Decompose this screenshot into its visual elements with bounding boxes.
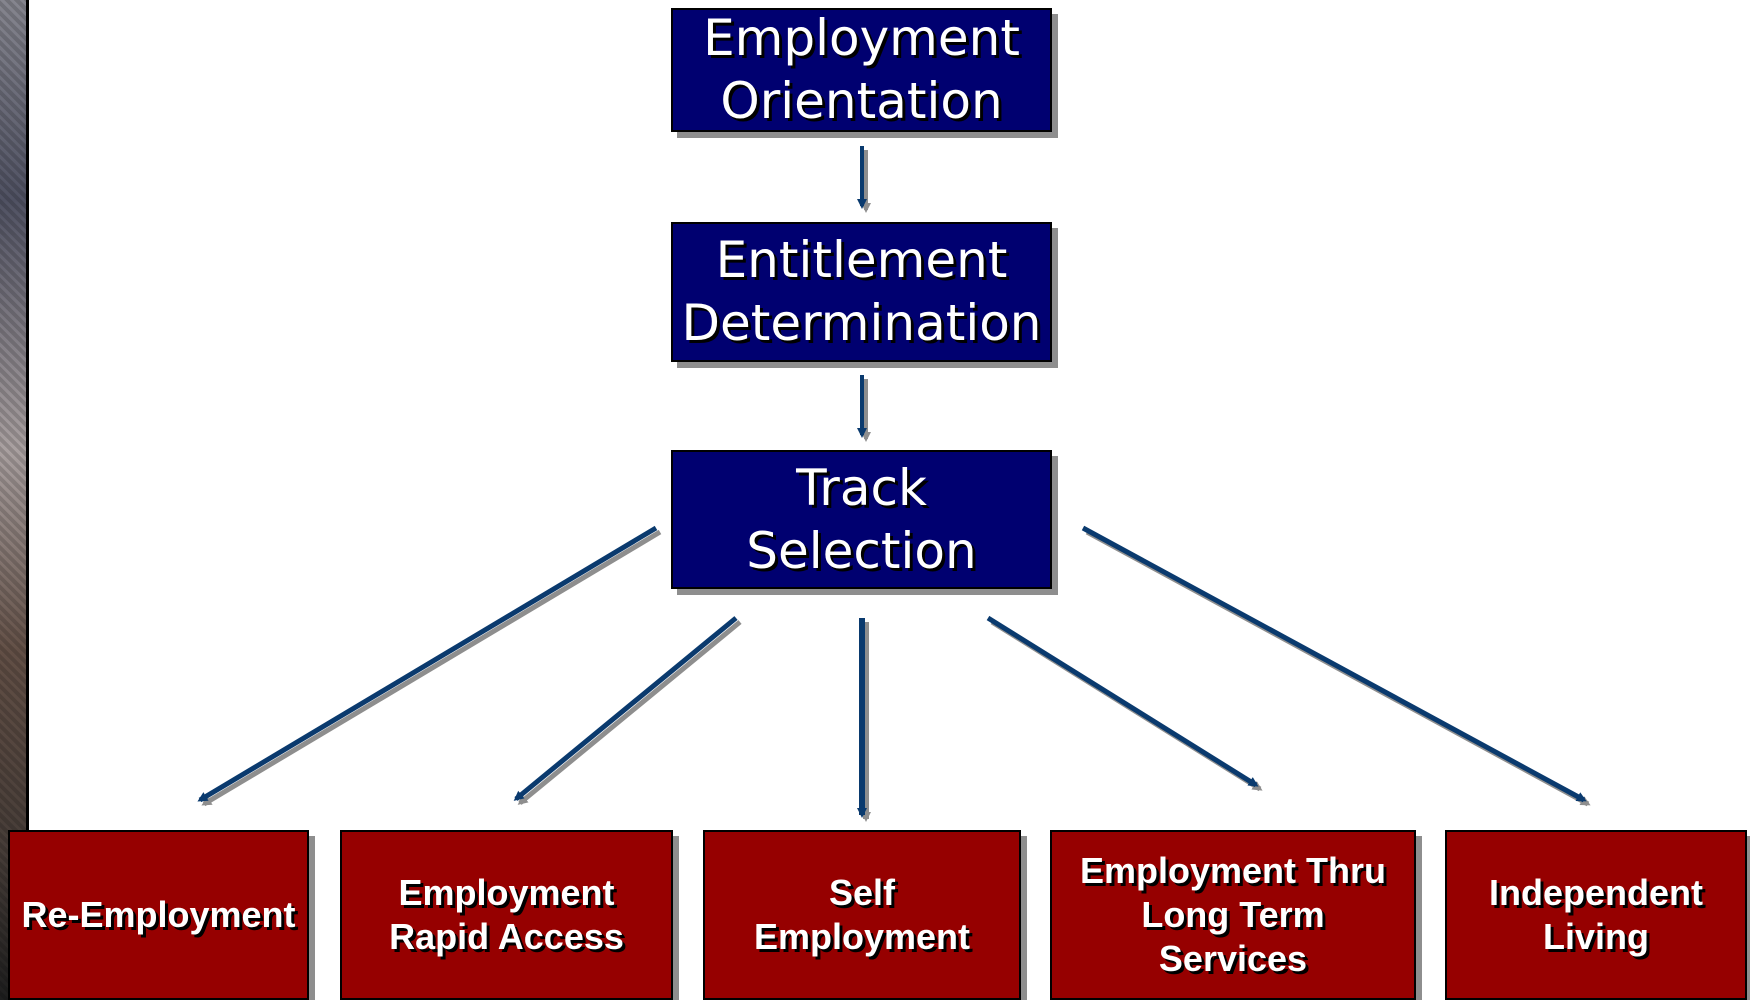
- step-entitlement-determination-label: Entitlement Determination: [681, 231, 1042, 352]
- track-independent-living-label: Independent Living: [1489, 872, 1703, 957]
- track-employment-thru-long-term-services: Employment Thru Long Term Services: [1050, 830, 1416, 1000]
- arrow-to-employment-thru-long-term-services: [986, 615, 1263, 792]
- arrow-orientation-to-entitlement: [857, 146, 871, 213]
- track-employment-thru-long-term-services-label: Employment Thru Long Term Services: [1079, 850, 1387, 979]
- step-employment-orientation-label: Employment Orientation: [703, 9, 1020, 130]
- track-self-employment-label: Self Employment: [753, 872, 971, 957]
- track-independent-living: Independent Living: [1445, 830, 1747, 1000]
- track-employment-rapid-access-label: Employment Rapid Access: [389, 872, 624, 957]
- step-track-selection: Track Selection: [671, 450, 1052, 589]
- step-entitlement-determination: Entitlement Determination: [671, 222, 1052, 362]
- track-self-employment: Self Employment: [703, 830, 1021, 1000]
- step-track-selection-label: Track Selection: [746, 458, 977, 580]
- arrow-to-re-employment: [197, 525, 662, 807]
- arrow-to-self-employment: [857, 618, 871, 822]
- track-re-employment-label: Re-Employment: [21, 894, 296, 935]
- arrow-to-employment-rapid-access: [513, 616, 742, 805]
- arrow-entitlement-to-track-selection: [857, 375, 871, 442]
- track-re-employment: Re-Employment: [8, 830, 309, 1000]
- step-employment-orientation: Employment Orientation: [671, 8, 1052, 132]
- arrow-to-independent-living: [1081, 525, 1591, 807]
- track-employment-rapid-access: Employment Rapid Access: [340, 830, 673, 1000]
